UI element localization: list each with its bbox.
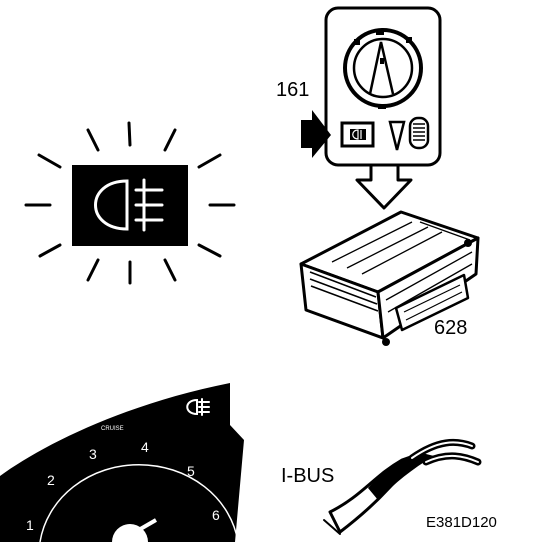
instrument-cluster: CRUISE 1 2 3 4 5 6	[0, 383, 244, 542]
cluster-face	[0, 383, 244, 542]
dimmer-wheel-ridges	[413, 123, 425, 141]
pointer-arrow-icon	[301, 110, 331, 158]
knob-position-marks	[354, 30, 412, 109]
cruise-label: CRUISE	[101, 426, 124, 432]
figure-reference: E381D120	[426, 514, 497, 531]
gauge-tick-1: 1	[26, 517, 34, 533]
callout-628: 628	[434, 317, 467, 339]
tachometer-needle	[129, 518, 157, 537]
gauge-tick-2: 2	[47, 472, 55, 488]
control-module	[299, 210, 480, 346]
indicator-panel	[72, 165, 188, 246]
callout-161: 161	[276, 79, 309, 101]
dimmer-wheel[interactable]	[408, 116, 430, 150]
cluster-fog-lamp-icon	[186, 398, 210, 416]
module-top-ribs	[331, 221, 471, 275]
rotary-knob-inner	[352, 37, 414, 99]
rear-fog-lamp-icon	[94, 178, 164, 232]
gauge-tick-4: 4	[141, 439, 149, 455]
module-mount-screw	[382, 338, 390, 346]
cable-sheath-band	[368, 453, 434, 500]
gauge-tick-5: 5	[187, 463, 195, 479]
connector-pins	[403, 284, 463, 321]
cable-wire-1-core	[411, 441, 473, 459]
down-arrow-icon	[355, 163, 413, 210]
fog-lamp-switch-icon	[352, 129, 362, 140]
tachometer-arc	[39, 464, 239, 542]
dimmer-wedge	[388, 120, 406, 151]
module-front-ribs	[309, 271, 379, 312]
i-bus-cable	[323, 438, 482, 535]
i-bus-label: I-BUS	[281, 465, 334, 487]
gauge-tick-3: 3	[89, 446, 97, 462]
fog-indicator-glow	[24, 121, 236, 285]
cable-outline-lower	[323, 519, 341, 535]
knob-marker	[380, 58, 384, 64]
glow-rays	[24, 121, 236, 285]
light-switch-panel	[324, 6, 442, 167]
fog-lamp-switch[interactable]	[340, 121, 375, 148]
gauge-tick-6: 6	[212, 507, 220, 523]
knob-pointer	[368, 41, 395, 95]
cable-wire-2-core	[425, 455, 479, 463]
module-tab	[464, 239, 472, 247]
